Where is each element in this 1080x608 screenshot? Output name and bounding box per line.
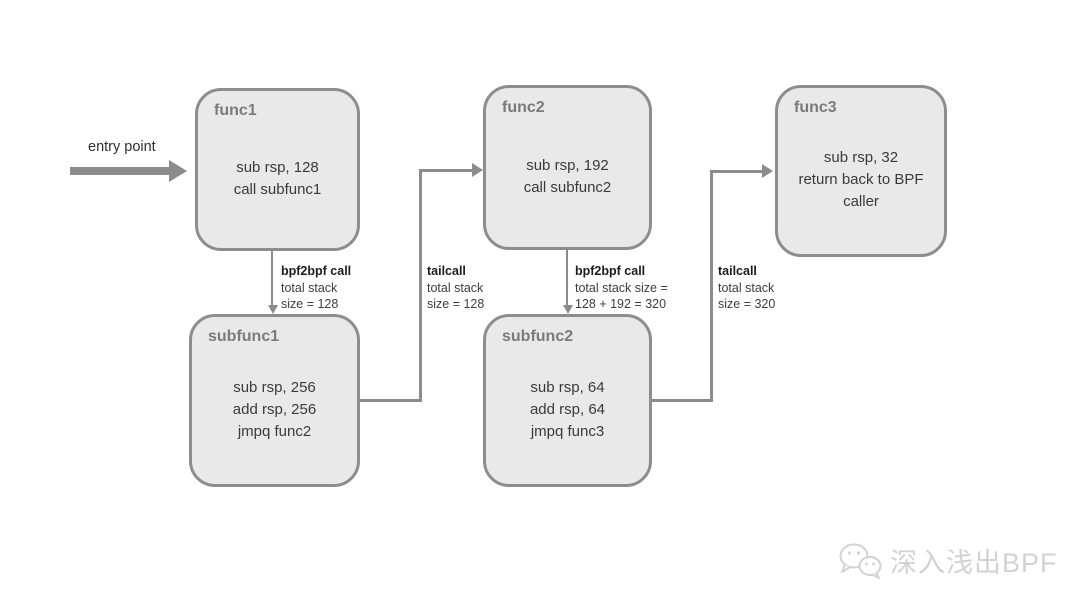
node-subfunc2-title: subfunc2 — [502, 328, 574, 345]
arrow-subfunc2-to-func3-head-icon — [762, 164, 773, 178]
instruction: sub rsp, 64 — [530, 378, 605, 396]
edge-label-title: bpf2bpf call — [281, 264, 352, 278]
node-func1: func1 sub rsp, 128 call subfunc1 — [195, 88, 360, 251]
node-func3-body: sub rsp, 32 return back to BPF caller — [778, 88, 944, 254]
instruction: jmpq func3 — [530, 422, 605, 440]
node-subfunc2: subfunc2 sub rsp, 64 add rsp, 64 jmpq fu… — [483, 314, 652, 487]
edge-label-line: 128 + 192 = 320 — [575, 297, 667, 311]
edge-label-title: bpf2bpf call — [575, 264, 646, 278]
arrow-subfunc1-to-func2-head-icon — [472, 163, 483, 177]
arrow-subfunc2-to-func3 — [710, 170, 764, 173]
arrow-func2-to-subfunc2-head-icon — [563, 305, 573, 314]
arrow-subfunc2-to-func3 — [710, 170, 713, 402]
entry-point-label: entry point — [88, 139, 156, 155]
edge-label-bpf2bpf-call-1: bpf2bpf call total stack size = 128 — [281, 263, 351, 313]
edge-label-line: total stack size = — [575, 280, 668, 295]
arrow-subfunc2-to-func3 — [652, 399, 713, 402]
arrow-func1-to-subfunc1-head-icon — [268, 305, 278, 314]
instruction: call subfunc2 — [523, 178, 612, 196]
instruction: call subfunc1 — [233, 180, 322, 198]
node-func1-title: func1 — [214, 102, 257, 119]
node-func2: func2 sub rsp, 192 call subfunc2 — [483, 85, 652, 250]
edge-label-line: total stack — [281, 280, 338, 295]
arrow-subfunc1-to-func2 — [419, 169, 422, 402]
node-subfunc1-title: subfunc1 — [208, 328, 280, 345]
node-func3-title: func3 — [794, 99, 837, 116]
instruction: jmpq func2 — [237, 422, 312, 440]
edge-label-title: tailcall — [427, 264, 466, 278]
node-subfunc2-body: sub rsp, 64 add rsp, 64 jmpq func3 — [486, 317, 649, 484]
instruction: return back to BPF caller — [798, 171, 924, 210]
instruction: sub rsp, 128 — [236, 158, 319, 176]
arrow-func2-to-subfunc2 — [566, 250, 568, 306]
entry-arrow — [70, 167, 170, 175]
instruction: sub rsp, 192 — [526, 156, 609, 174]
node-func3: func3 sub rsp, 32 return back to BPF cal… — [775, 85, 947, 257]
edge-label-line: total stack — [718, 280, 775, 295]
instruction: sub rsp, 256 — [233, 378, 316, 396]
node-func2-title: func2 — [502, 99, 545, 116]
arrow-subfunc1-to-func2 — [419, 169, 474, 172]
entry-arrow-head-icon — [169, 160, 187, 182]
edge-label-line: size = 320 — [718, 297, 776, 311]
edge-label-tailcall-2: tailcall total stack size = 320 — [718, 263, 775, 313]
edge-label-tailcall-1: tailcall total stack size = 128 — [427, 263, 484, 313]
instruction: sub rsp, 32 — [823, 149, 899, 166]
node-func2-body: sub rsp, 192 call subfunc2 — [486, 88, 649, 247]
instruction: add rsp, 64 — [529, 400, 606, 418]
edge-label-bpf2bpf-call-2: bpf2bpf call total stack size = 128 + 19… — [575, 263, 668, 313]
wechat-icon — [838, 542, 884, 580]
edge-label-line: size = 128 — [281, 297, 339, 311]
watermark-text: 深入浅出BPF — [890, 548, 1058, 578]
arrow-subfunc1-to-func2 — [360, 399, 422, 402]
edge-label-line: size = 128 — [427, 297, 485, 311]
edge-label-title: tailcall — [718, 264, 757, 278]
node-subfunc1-body: sub rsp, 256 add rsp, 256 jmpq func2 — [192, 317, 357, 484]
node-func1-body: sub rsp, 128 call subfunc1 — [198, 91, 357, 248]
arrow-func1-to-subfunc1 — [271, 251, 273, 306]
watermark: 深入浅出BPF — [838, 541, 1058, 580]
edge-label-line: total stack — [427, 280, 484, 295]
node-subfunc1: subfunc1 sub rsp, 256 add rsp, 256 jmpq … — [189, 314, 360, 487]
instruction: add rsp, 256 — [232, 400, 317, 418]
